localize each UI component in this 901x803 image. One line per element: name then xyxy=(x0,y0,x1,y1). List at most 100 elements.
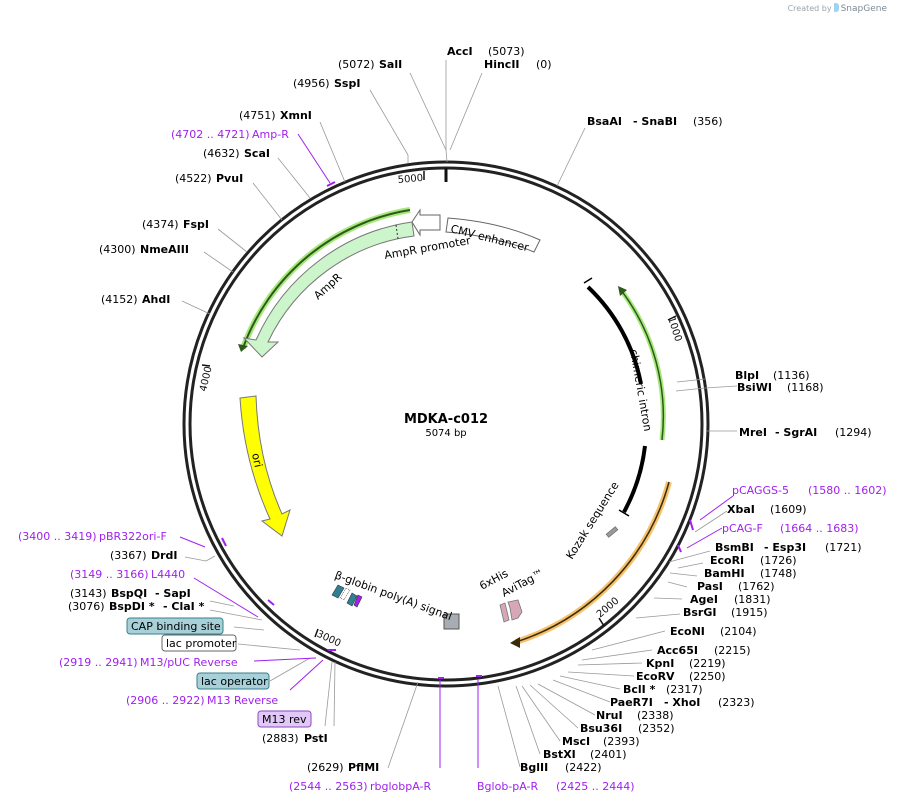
enzyme-mrei[interactable]: MreI xyxy=(739,426,767,439)
primer-pbr322[interactable]: pBR322ori-F xyxy=(99,530,167,543)
enzyme-acc65i[interactable]: Acc65I xyxy=(657,644,698,657)
enzyme-paer7i-pos: (2323) xyxy=(718,696,755,709)
enzyme-agei-pos: (1831) xyxy=(734,593,771,606)
enzyme-paer7i[interactable]: PaeR7I xyxy=(610,696,653,709)
lac-operator-box[interactable] xyxy=(196,672,270,690)
enzyme-bsu36i[interactable]: Bsu36I xyxy=(580,722,622,735)
enzyme-fspi-pos: (4374) xyxy=(142,218,179,231)
cap-binding-site-box[interactable] xyxy=(126,617,224,635)
polya-marker xyxy=(443,613,460,630)
feature-tags[interactable]: 6xHis AviTag™ xyxy=(477,567,546,623)
primer-ampr[interactable]: Amp-R xyxy=(252,128,289,141)
enzyme-hincii[interactable]: HincII xyxy=(484,58,520,71)
enzyme-bsrgi[interactable]: BsrGI xyxy=(683,606,716,619)
enzyme-acci[interactable]: AccI xyxy=(447,45,473,58)
enzyme-sapi[interactable]: - SapI xyxy=(155,587,191,600)
enzyme-blpi[interactable]: BlpI xyxy=(735,369,759,382)
lac-operator-label: lac operator xyxy=(201,675,268,688)
enzyme-kpni[interactable]: KpnI xyxy=(646,657,674,670)
enzyme-agei[interactable]: AgeI xyxy=(690,593,718,606)
enzyme-pvui-pos: (4522) xyxy=(175,172,212,185)
primer-pcagf-pos: (1664 .. 1683) xyxy=(780,522,859,535)
tick-4000: 4000 xyxy=(198,365,214,392)
enzyme-econi[interactable]: EcoNI xyxy=(670,625,705,638)
enzyme-acci-pos: (5073) xyxy=(488,45,525,58)
enzyme-sali[interactable]: SalI xyxy=(379,58,402,71)
feature-orf[interactable]: Kozak sequence xyxy=(510,479,672,648)
ori-label: ori xyxy=(249,452,265,469)
enzyme-bamhi[interactable]: BamHI xyxy=(704,567,745,580)
plasmid-length: 5074 bp xyxy=(425,428,466,439)
enzyme-msci[interactable]: MscI xyxy=(562,735,590,748)
enzyme-sali-pos: (5072) xyxy=(338,58,375,71)
enzyme-sgrai[interactable]: - SgrAI xyxy=(775,426,817,439)
enzyme-fspi[interactable]: FspI xyxy=(183,218,209,231)
enzyme-ahdi[interactable]: AhdI xyxy=(142,293,170,306)
enzyme-bspqi-pos: (3143) xyxy=(70,587,107,600)
enzyme-bspdi[interactable]: BspDI * xyxy=(109,600,155,613)
enzyme-xmni[interactable]: XmnI xyxy=(280,109,312,122)
enzyme-hincii-pos: (0) xyxy=(536,58,552,71)
enzyme-bspqi[interactable]: BspQI xyxy=(111,587,147,600)
enzyme-pasi[interactable]: PasI xyxy=(697,580,723,593)
cap-binding-site-label: CAP binding site xyxy=(131,620,221,633)
primer-rbglobpa[interactable]: rbglobpA-R xyxy=(370,780,431,793)
enzyme-xbai[interactable]: XbaI xyxy=(727,503,755,516)
enzyme-nmeaiii[interactable]: NmeAIII xyxy=(140,243,189,256)
enzyme-scai[interactable]: ScaI xyxy=(244,147,270,160)
enzyme-bspdi-pos: (3076) xyxy=(68,600,105,613)
enzyme-ecorv[interactable]: EcoRV xyxy=(636,670,675,683)
primer-l4440-pos: (3149 .. 3166) xyxy=(70,568,149,581)
primer-pcaggs5[interactable]: pCAGGS-5 xyxy=(732,484,789,497)
enzyme-bglii[interactable]: BglII xyxy=(520,761,548,774)
enzyme-ecori[interactable]: EcoRI xyxy=(710,554,744,567)
enzyme-pasi-pos: (1762) xyxy=(738,580,775,593)
feature-bglobin-polya[interactable]: β-globin poly(A) signal xyxy=(331,569,454,624)
lac-promoter-label: lac promoter xyxy=(166,637,237,650)
enzyme-kpni-pos: (2219) xyxy=(689,657,726,670)
enzyme-pvui[interactable]: PvuI xyxy=(216,172,243,185)
plasmid-name: MDKA-c012 xyxy=(404,412,488,427)
enzyme-nmeaiii-pos: (4300) xyxy=(99,243,136,256)
primer-l4440[interactable]: L4440 xyxy=(151,568,185,581)
enzyme-psti[interactable]: PstI xyxy=(304,732,328,745)
enzyme-bsaai[interactable]: BsaAI xyxy=(587,115,622,128)
primer-bglobpa[interactable]: Bglob-pA-R xyxy=(477,780,539,793)
primer-ampr-pos: (4702 .. 4721) xyxy=(171,128,250,141)
enzyme-xbai-pos: (1609) xyxy=(770,503,807,516)
enzyme-bsrgi-pos: (1915) xyxy=(731,606,768,619)
enzyme-pflmi[interactable]: PflMI xyxy=(348,761,379,774)
enzyme-drdi[interactable]: DrdI xyxy=(151,549,178,562)
primer-m13rev[interactable]: M13 Reverse xyxy=(207,694,278,707)
enzyme-acc65i-pos: (2215) xyxy=(714,644,751,657)
enzyme-bsmbi-pos: (1721) xyxy=(825,541,862,554)
watermark-brand: SnapGene xyxy=(840,4,887,14)
enzyme-sspi[interactable]: SspI xyxy=(334,77,360,90)
enzyme-xhoi[interactable]: - XhoI xyxy=(664,696,700,709)
enzyme-bsu36i-pos: (2352) xyxy=(638,722,675,735)
lac-promoter-box[interactable] xyxy=(161,634,237,652)
m13-rev-box[interactable] xyxy=(257,710,312,728)
enzyme-bstxi-pos: (2401) xyxy=(590,748,627,761)
enzyme-snabi[interactable]: - SnaBI xyxy=(633,115,677,128)
enzyme-esp3i[interactable]: - Esp3I xyxy=(764,541,806,554)
primer-m13rev-pos: (2906 .. 2922) xyxy=(126,694,205,707)
enzyme-bsiwi[interactable]: BsiWI xyxy=(737,381,772,394)
enzyme-nrui[interactable]: NruI xyxy=(596,709,623,722)
kozak-marker xyxy=(605,526,619,538)
tick-5000: 5000 xyxy=(397,173,423,186)
primer-pcagf[interactable]: pCAG-F xyxy=(722,522,763,535)
snapgene-logo-icon xyxy=(833,3,839,12)
enzyme-bstxi[interactable]: BstXI xyxy=(543,748,576,761)
primer-m13puc[interactable]: M13/pUC Reverse xyxy=(140,656,238,669)
feature-ori[interactable]: ori xyxy=(239,395,291,537)
enzyme-clai[interactable]: - ClaI * xyxy=(163,600,205,613)
feature-chimeric-intron[interactable]: chimeric intron xyxy=(583,277,666,517)
enzyme-bglii-pos: (2422) xyxy=(565,761,602,774)
enzyme-bcli[interactable]: BclI * xyxy=(623,683,656,696)
kozak-label: Kozak sequence xyxy=(564,479,622,561)
enzyme-bsmbi[interactable]: BsmBI xyxy=(715,541,754,554)
enzyme-mrei-pos: (1294) xyxy=(835,426,872,439)
enzyme-scai-pos: (4632) xyxy=(203,147,240,160)
